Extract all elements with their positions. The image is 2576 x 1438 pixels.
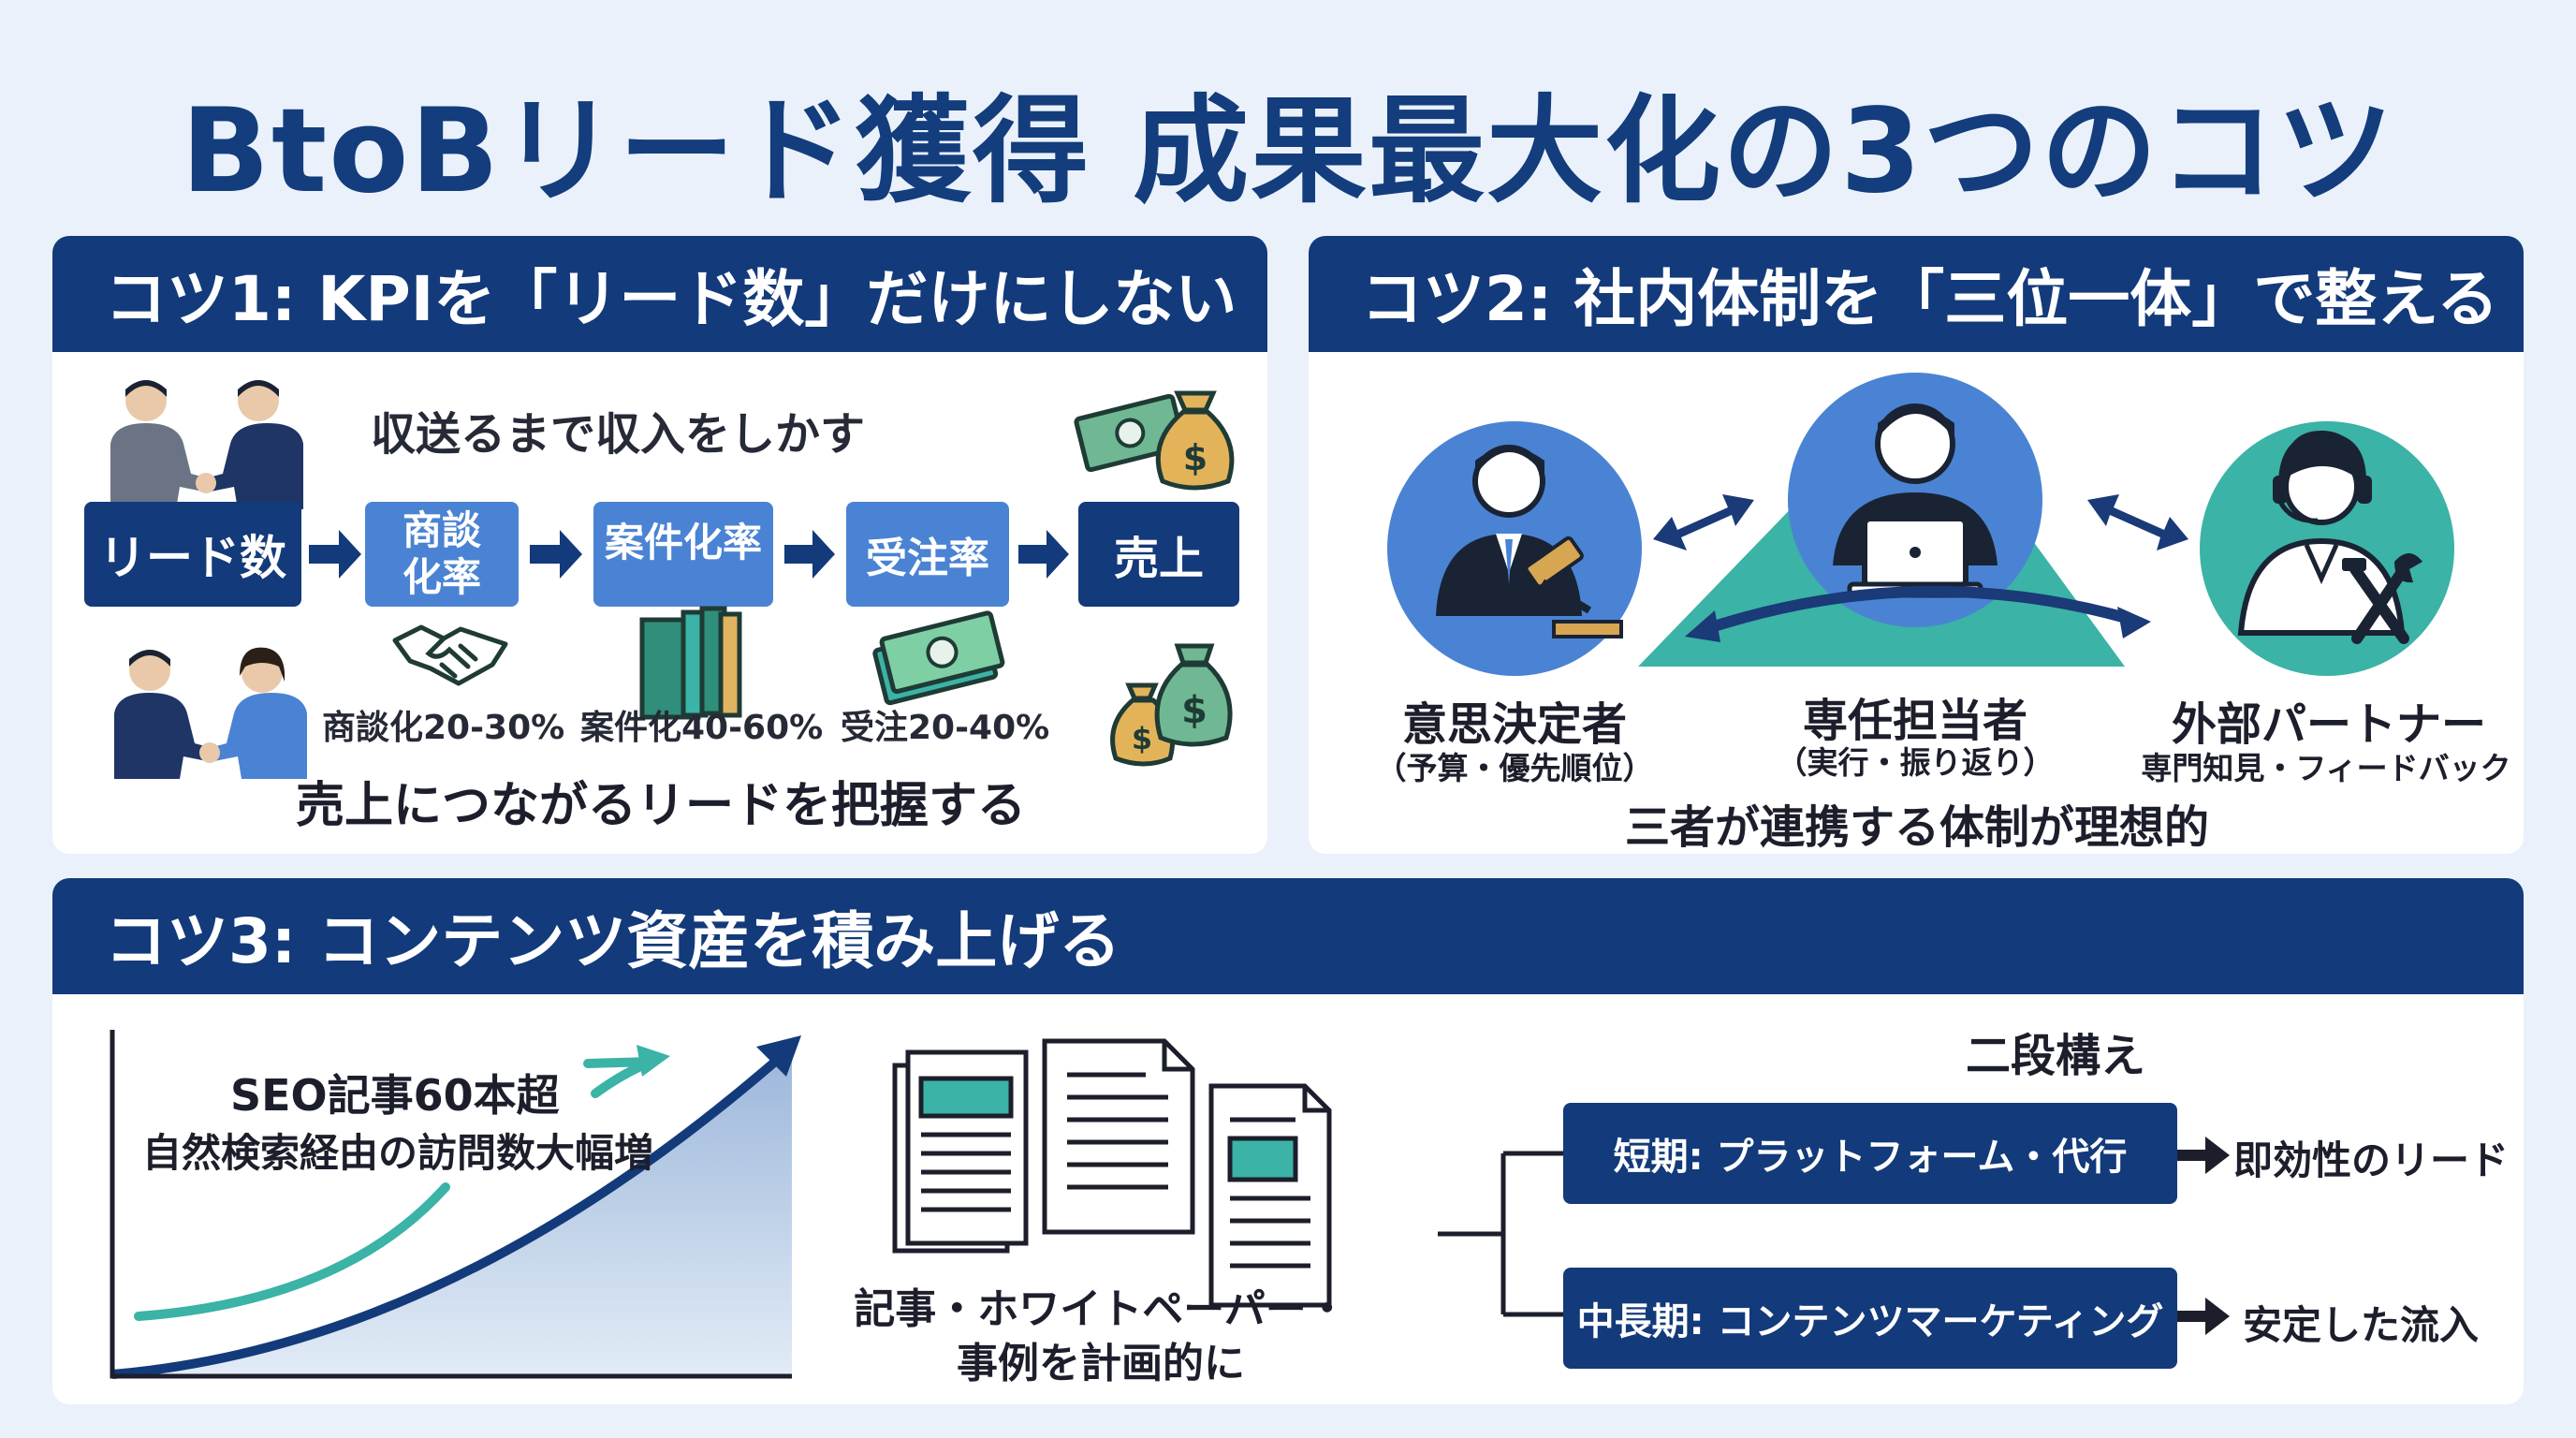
tip1-footer: 売上につながるリードを把握する <box>295 778 1026 834</box>
tip1-panel: コツ1: KPIを「リード数」だけにしない 収送るまで収入をしかす $ $ $ … <box>52 236 1267 854</box>
role-partner: 外部パートナー <box>2171 698 2486 751</box>
arrow-right-icon <box>784 530 835 579</box>
tip1-heading: コツ1: KPIを「リード数」だけにしない <box>52 236 1267 352</box>
step-project-rate: 案件化率 <box>593 502 773 607</box>
content-caption-1: 記事・ホワイトペーパー・ <box>854 1285 1348 1333</box>
documents-icon <box>892 1038 1332 1308</box>
rate-project: 案件化40-60% <box>580 709 824 747</box>
handshake-icon <box>392 624 508 686</box>
short-term-result: 即効性のリード <box>2233 1137 2510 1183</box>
short-term-box: 短期: プラットフォーム・代行 <box>1563 1103 2177 1204</box>
tip2-panel: コツ2: 社内体制を「三位一体」で整える <box>1309 236 2524 854</box>
double-arrow-icon <box>1653 494 1754 550</box>
long-term-box: 中長期: コンテンツマーケティング <box>1563 1268 2177 1369</box>
step-sales: 売上 <box>1078 502 1239 607</box>
tip2-heading: コツ2: 社内体制を「三位一体」で整える <box>1309 236 2524 352</box>
seo-title: SEO記事60本超 <box>230 1070 560 1121</box>
handshake-people-icon <box>110 380 303 509</box>
curved-double-arrow-icon <box>1698 585 2134 637</box>
axis-lines <box>110 1030 792 1379</box>
svg-text:$: $ <box>1132 721 1152 756</box>
role-staff: 専任担当者 <box>1802 695 2027 747</box>
tip1-subtitle: 収送るまで収入をしかす <box>371 408 866 461</box>
role-staff-sub: （実行・振り返り） <box>1776 744 2055 781</box>
support-person-icon <box>2237 430 2422 644</box>
role-partner-sub: 専門知見・フィードバック <box>2141 750 2511 786</box>
cash-icon <box>872 610 1005 706</box>
growth-curve <box>111 1058 779 1379</box>
strategy-title: 二段構え <box>1965 1030 2145 1082</box>
money-bag-icon: $ <box>1074 390 1235 491</box>
double-arrow-icon <box>2087 494 2188 550</box>
arrow-right-icon <box>2177 1137 2230 1174</box>
page-title: BtoBリード獲得 成果最大化の3つのコツ <box>181 84 2395 219</box>
laptop-person-icon <box>1833 404 1998 598</box>
long-term-result: 安定した流入 <box>2243 1302 2480 1348</box>
tip3-heading: コツ3: コンテンツ資産を積み上げる <box>52 878 2524 994</box>
seo-subtitle: 自然検索経由の訪問数大幅増 <box>142 1130 654 1176</box>
growth-area <box>112 1045 792 1374</box>
judge-person-icon <box>1436 445 1623 638</box>
step-order-rate: 受注率 <box>846 502 1009 607</box>
arrow-up-right-icon <box>756 1035 801 1077</box>
flow-arrows <box>309 530 1069 579</box>
arrow-right-icon <box>2177 1298 2230 1335</box>
handshake-people-icon <box>114 647 307 779</box>
team-diagram <box>1387 373 2454 676</box>
role-decision-maker-sub: （予算・優先順位） <box>1375 750 1654 786</box>
arrow-right-icon <box>309 530 361 579</box>
content-caption-2: 事例を計画的に <box>957 1340 1245 1387</box>
tip3-panel: コツ3: コンテンツ資産を積み上げる SEO記事60本超 自然検索経由の訪問数大… <box>52 878 2524 1404</box>
rate-meeting: 商談化20-30% <box>322 709 565 747</box>
svg-text:$: $ <box>1183 437 1208 478</box>
growth-chart <box>110 1030 801 1379</box>
arrow-right-icon <box>530 530 582 579</box>
binders-icon <box>639 606 742 720</box>
rate-order: 受注20-40% <box>841 709 1050 747</box>
trend-line <box>134 1182 450 1321</box>
svg-text:$: $ <box>1181 689 1208 732</box>
strategy-bracket <box>1438 1137 2230 1335</box>
money-bag-icon: $ $ <box>1110 643 1233 767</box>
role-decision-maker: 意思決定者 <box>1401 698 1627 751</box>
tip2-footer: 三者が連携する体制が理想的 <box>1624 801 2209 854</box>
step-lead-count: リード数 <box>84 502 301 607</box>
step-meeting-rate: 商談化率 <box>365 502 519 607</box>
arrow-right-icon <box>1018 530 1069 579</box>
